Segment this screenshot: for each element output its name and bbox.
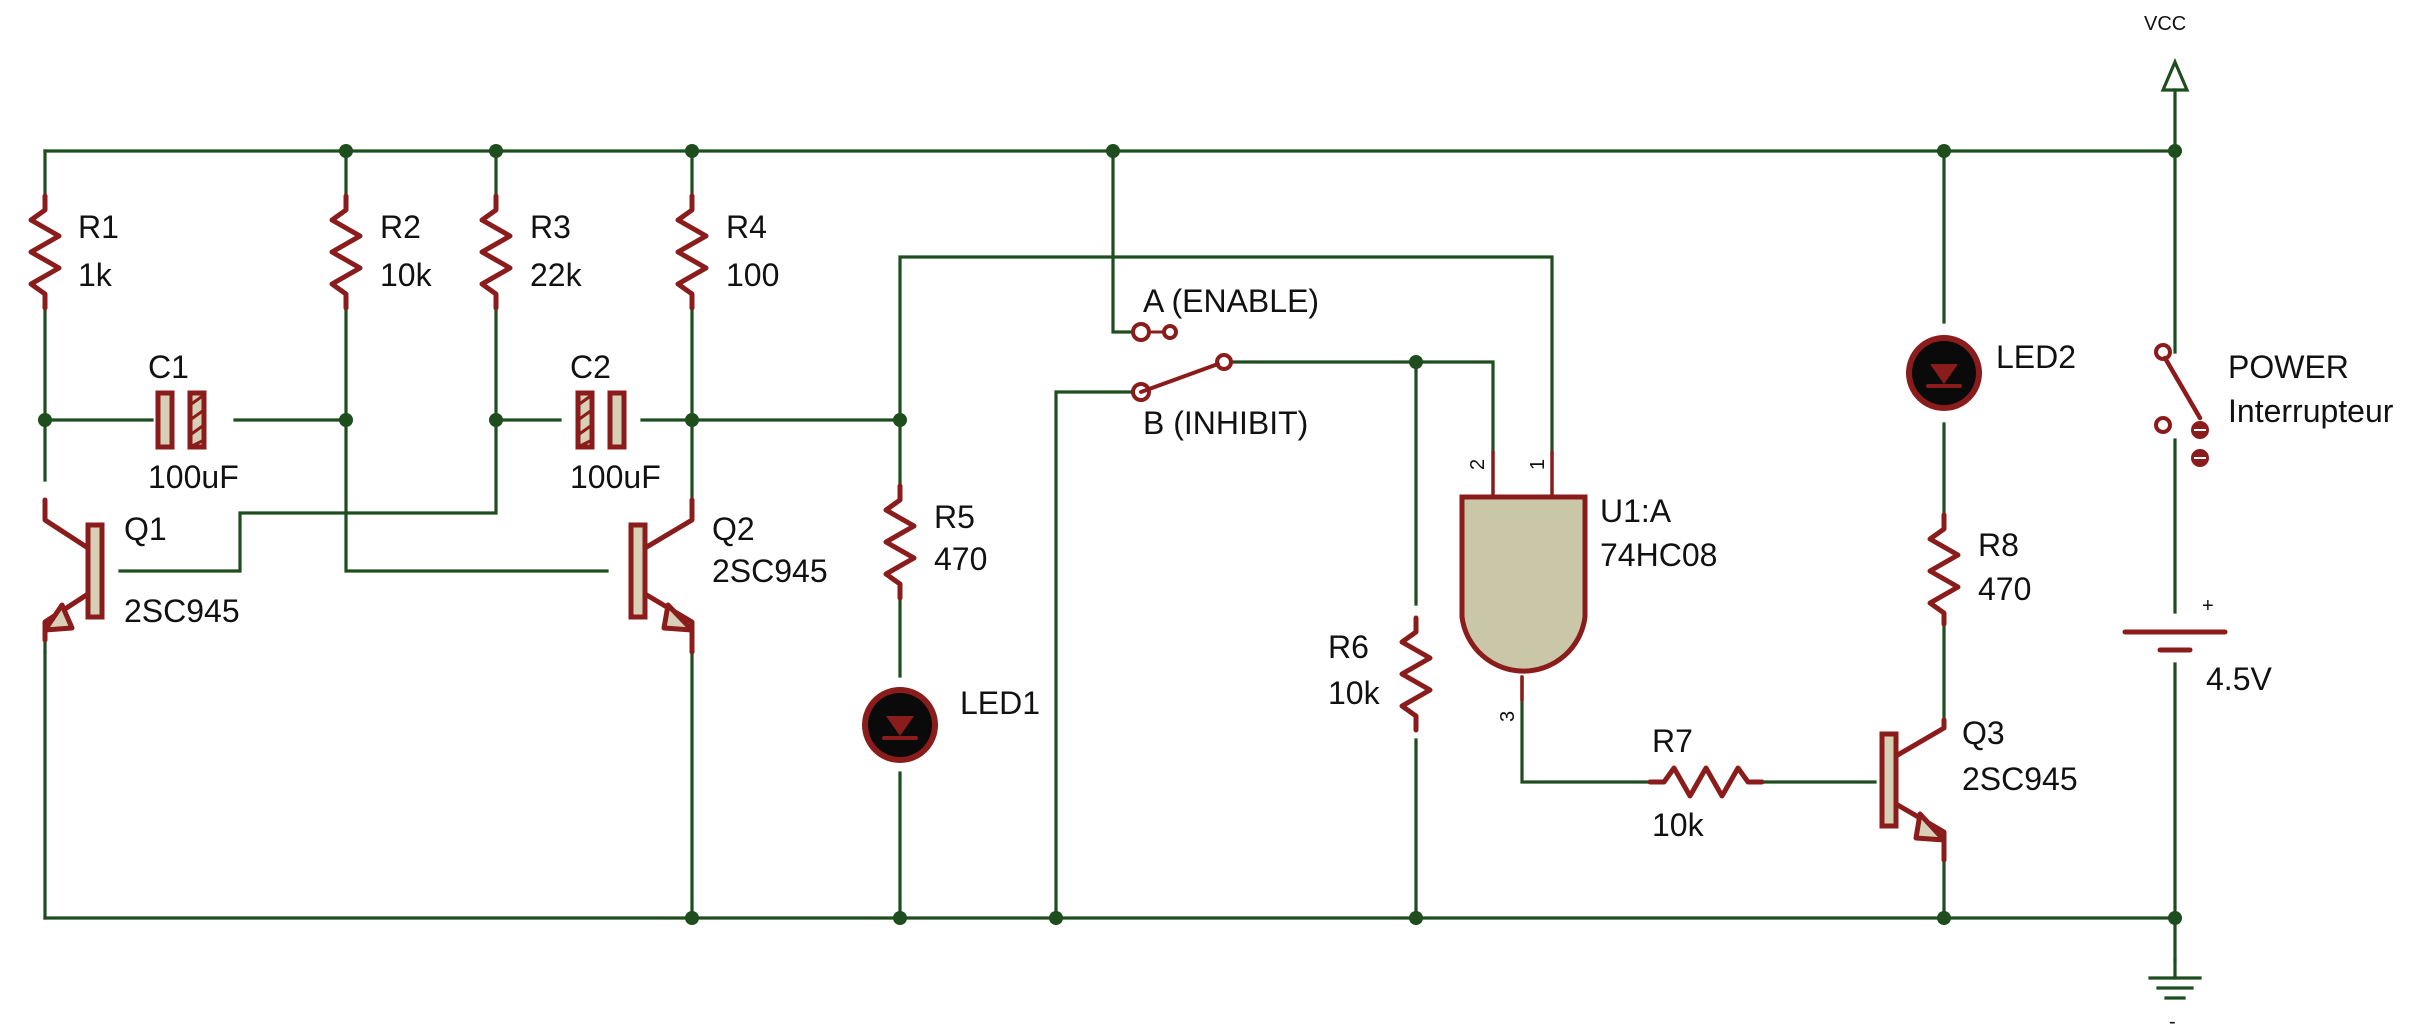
r7-value: 10k bbox=[1652, 807, 1705, 843]
power-switch: POWER Interrupteur bbox=[2154, 343, 2394, 467]
u1-pin1: 1 bbox=[1527, 459, 1549, 470]
r5-ref: R5 bbox=[934, 499, 975, 535]
r6-value: 10k bbox=[1328, 675, 1381, 711]
led2-ref: LED2 bbox=[1996, 339, 2076, 375]
q3-ref: Q3 bbox=[1962, 715, 2005, 751]
q1-value: 2SC945 bbox=[124, 593, 240, 629]
resistor-r8: R8 470 bbox=[1927, 512, 2031, 627]
vcc-symbol: VCC bbox=[2144, 13, 2190, 92]
resistor-r6: R6 10k bbox=[1328, 615, 1433, 733]
r8-ref: R8 bbox=[1978, 527, 2019, 563]
led-led1: LED1 bbox=[862, 685, 1040, 763]
r1-value: 1k bbox=[78, 257, 113, 293]
and-gate-u1a: 2 1 3 U1:A 74HC08 bbox=[1459, 450, 1717, 722]
battery: + 4.5V bbox=[2122, 595, 2272, 697]
r5-value: 470 bbox=[934, 541, 987, 577]
r3-value: 22k bbox=[530, 257, 583, 293]
r1-ref: R1 bbox=[78, 209, 119, 245]
r7-ref: R7 bbox=[1652, 723, 1693, 759]
r6-ref: R6 bbox=[1328, 629, 1369, 665]
c2-ref: C2 bbox=[570, 349, 611, 385]
resistor-r5: R5 470 bbox=[883, 483, 987, 601]
q1-ref: Q1 bbox=[124, 511, 167, 547]
transistor-q2: Q2 2SC945 bbox=[628, 497, 828, 655]
resistor-r1: R1 1k bbox=[28, 193, 119, 311]
ground-symbol: - bbox=[2148, 958, 2202, 1033]
resistor-r4: R4 100 bbox=[675, 193, 779, 311]
vcc-label: VCC bbox=[2144, 13, 2186, 35]
capacitor-c2: C2 100uF bbox=[570, 349, 661, 495]
u1-pin2: 2 bbox=[1467, 459, 1489, 470]
u1-pin3: 3 bbox=[1497, 711, 1519, 722]
resistor-r2: R2 10k bbox=[329, 193, 433, 311]
led-led2: LED2 bbox=[1906, 335, 2076, 411]
resistor-r7: R7 10k bbox=[1647, 723, 1765, 843]
q2-ref: Q2 bbox=[712, 511, 755, 547]
r8-value: 470 bbox=[1978, 571, 2031, 607]
battery-plus: + bbox=[2202, 595, 2214, 617]
led1-ref: LED1 bbox=[960, 685, 1040, 721]
resistor-r3: R3 22k bbox=[479, 193, 583, 311]
battery-value: 4.5V bbox=[2206, 661, 2272, 697]
battery-minus: - bbox=[2169, 1011, 2176, 1033]
u1-value: 74HC08 bbox=[1600, 537, 1717, 573]
c2-value: 100uF bbox=[570, 459, 661, 495]
u1-ref: U1:A bbox=[1600, 493, 1672, 529]
switch-b-label: B (INHIBIT) bbox=[1143, 405, 1308, 441]
r2-ref: R2 bbox=[380, 209, 421, 245]
c1-value: 100uF bbox=[148, 459, 239, 495]
transistor-q1: Q1 2SC945 bbox=[42, 497, 240, 643]
transistor-q3: Q3 2SC945 bbox=[1879, 715, 2078, 863]
q2-value: 2SC945 bbox=[712, 553, 828, 589]
power-switch-label1: POWER bbox=[2228, 349, 2349, 385]
switch-a-label: A (ENABLE) bbox=[1143, 283, 1319, 319]
power-switch-label2: Interrupteur bbox=[2228, 393, 2394, 429]
q3-value: 2SC945 bbox=[1962, 761, 2078, 797]
r4-value: 100 bbox=[726, 257, 779, 293]
r3-ref: R3 bbox=[530, 209, 571, 245]
junction-dots bbox=[38, 144, 2182, 925]
r2-value: 10k bbox=[380, 257, 433, 293]
capacitor-c1: C1 100uF bbox=[148, 349, 239, 495]
wires bbox=[43, 88, 2177, 962]
r4-ref: R4 bbox=[726, 209, 767, 245]
switch-enable-inhibit: A (ENABLE) B (INHIBIT) bbox=[1131, 283, 1319, 441]
c1-ref: C1 bbox=[148, 349, 189, 385]
